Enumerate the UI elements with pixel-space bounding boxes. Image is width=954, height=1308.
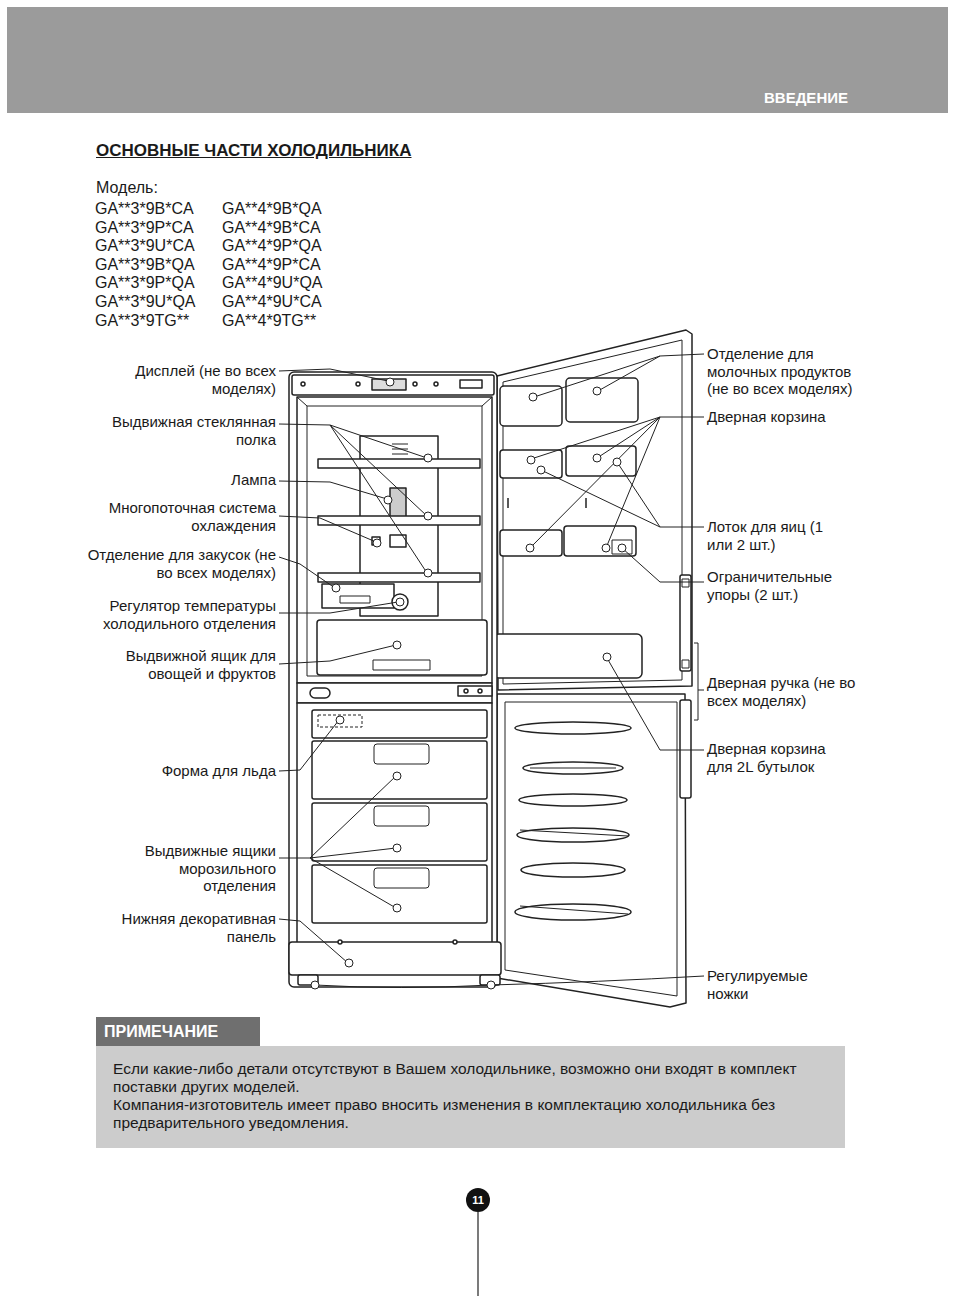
- note-body-box: Если какие-либо детали отсутствуют в Ваш…: [96, 1046, 845, 1148]
- model-code: GA**4*9U*CA: [222, 293, 322, 312]
- part-label: Регулируемые ножки: [707, 967, 823, 1002]
- model-code: GA**4*9P*QA: [222, 237, 322, 256]
- part-label: Выдвижная стеклянная полка: [86, 413, 276, 448]
- part-label: Дисплей (не во всех моделях): [108, 362, 276, 397]
- section-header-band: ВВЕДЕНИЕ: [7, 7, 948, 113]
- node-text: ПРИМЕЧАНИЕ: [96, 1017, 260, 1046]
- part-label: Нижняя декоративная панель: [100, 910, 276, 945]
- part-label: Лампа: [231, 471, 276, 489]
- part-label: Дверная ручка (не во всех моделях): [707, 674, 875, 709]
- part-label: Многопоточная система охлаждения: [80, 499, 276, 534]
- model-code: GA**4*9B*CA: [222, 219, 321, 238]
- part-label: Отделение для молочных продуктов (не во …: [707, 345, 873, 398]
- model-code: GA**3*9B*QA: [95, 256, 195, 275]
- node-text: Компания-изготовитель имеет право вносит…: [96, 1096, 845, 1132]
- page-title: ОСНОВНЫЕ ЧАСТИ ХОЛОДИЛЬНИКА: [96, 142, 412, 159]
- model-code: GA**3*9B*CA: [95, 200, 194, 219]
- node-text: ВВЕДЕНИЕ: [764, 89, 848, 106]
- model-code: GA**4*9P*CA: [222, 256, 321, 275]
- model-heading: Модель:: [96, 179, 158, 198]
- part-label: Регулятор температуры холодильного отдел…: [76, 597, 276, 632]
- page-number-circle: 11: [466, 1188, 490, 1212]
- part-label: Выдвижной ящик для овощей и фруктов: [104, 647, 276, 682]
- model-code: GA**3*9U*QA: [95, 293, 196, 312]
- part-label: Ограничительные упоры (2 шт.): [707, 568, 853, 603]
- model-code: GA**3*9TG**: [95, 312, 189, 331]
- note-heading-box: ПРИМЕЧАНИЕ: [96, 1017, 260, 1046]
- part-label: Форма для льда: [162, 762, 276, 780]
- part-label: Дверная корзина для 2L бутылок: [707, 740, 843, 775]
- node-text: 11: [466, 1188, 490, 1212]
- part-label: Лоток для яиц (1 или 2 шт.): [707, 518, 829, 553]
- node-text: Если какие-либо детали отсутствуют в Ваш…: [96, 1046, 845, 1096]
- model-code: GA**3*9U*CA: [95, 237, 195, 256]
- part-label: Выдвижные ящики морозильного отделения: [126, 842, 276, 895]
- model-code: GA**3*9P*QA: [95, 274, 195, 293]
- model-code: GA**4*9B*QA: [222, 200, 322, 219]
- model-code: GA**3*9P*CA: [95, 219, 194, 238]
- model-code: GA**4*9TG**: [222, 312, 316, 331]
- part-label: Дверная корзина: [707, 408, 826, 426]
- part-label: Отделение для закусок (не во всех моделя…: [80, 546, 276, 581]
- model-code: GA**4*9U*QA: [222, 274, 323, 293]
